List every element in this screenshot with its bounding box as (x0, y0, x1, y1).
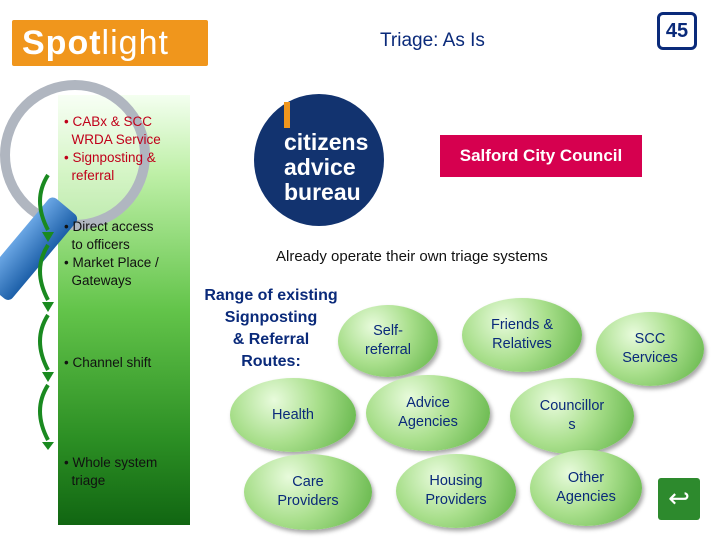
bubble-housing-providers: Housing Providers (396, 454, 516, 528)
operate-statement: Already operate their own triage systems (276, 248, 548, 265)
bullet-cabx-signposting: • CABx & SCC WRDA Service • Signposting … (64, 114, 161, 183)
spotlight-logo: Spotlight (12, 20, 208, 66)
citizens-advice-logo: citizens advice bureau (254, 94, 384, 226)
bullet-whole-system: • Whole system triage (64, 455, 158, 488)
cab-logo-text: citizens advice bureau (284, 129, 369, 205)
bubble-scc-services: SCC Services (596, 312, 704, 386)
return-arrow-icon[interactable]: ↩ (658, 478, 700, 520)
flow-arrows-icon (38, 173, 54, 450)
salford-city-council-logo: Salford City Council (440, 135, 642, 177)
bubble-self-referral: Self- referral (338, 305, 438, 377)
bullet-direct-access: • Direct access to officers • Market Pla… (64, 219, 159, 288)
bubble-councillors: Councillor s (510, 378, 634, 454)
bubble-care-providers: Care Providers (244, 454, 372, 530)
bubble-friends-relatives: Friends & Relatives (462, 298, 582, 372)
cab-logo-bar (284, 102, 290, 128)
magnifier-lens-icon (0, 80, 150, 230)
page-title: Triage: As Is (380, 30, 485, 51)
range-heading: Range of existing Signposting & Referral… (204, 287, 338, 370)
bubble-health: Health (230, 378, 356, 452)
bubble-advice-agencies: Advice Agencies (366, 375, 490, 451)
bullet-channel-shift: • Channel shift (64, 355, 152, 370)
bubble-other-agencies: Other Agencies (530, 450, 642, 526)
slide-number-badge: 45 (657, 12, 697, 50)
